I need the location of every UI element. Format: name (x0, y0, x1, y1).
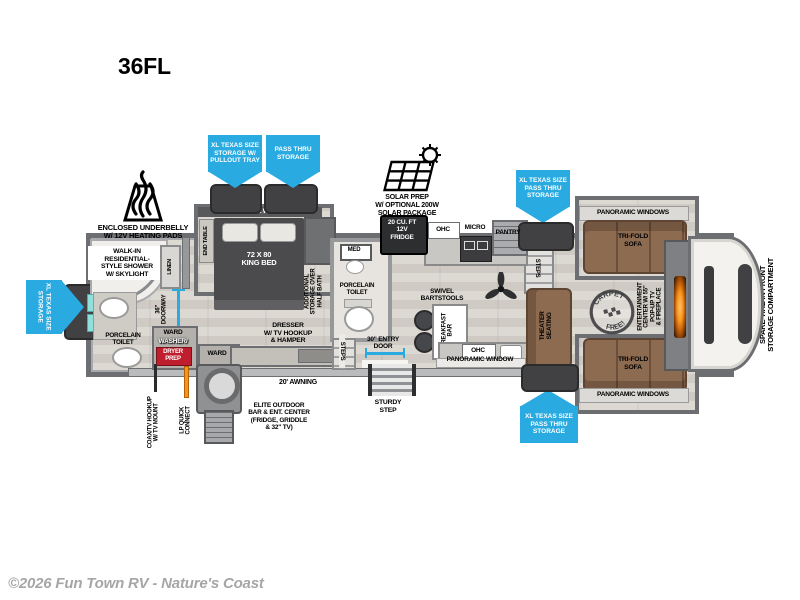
callout-text: XL TEXAS SIZE STORAGE (37, 283, 52, 331)
callout-arrowhead-right (62, 281, 84, 333)
med-label: MED (347, 247, 361, 253)
storage-pod-top-right (518, 222, 574, 251)
fridge (380, 215, 428, 255)
rear-toilet-bowl (112, 347, 142, 368)
end-table-left: END TABLE (199, 219, 214, 263)
callout-arrowhead-up (521, 390, 575, 406)
underbelly-label: ENCLOSED UNDERBELLY W/ 12V HEATING PADS (97, 223, 189, 241)
doorway-label: 36" DOORWAY (155, 294, 168, 324)
dresser-label: DRESSER W/ TV HOOKUP & HAMPER (263, 322, 313, 345)
linen-closet: LINEN (160, 245, 181, 289)
callout-arrowhead-down (267, 172, 319, 188)
bed-pillow (222, 223, 258, 242)
outdoor-lower-cabinet (204, 410, 234, 444)
front-cap (688, 236, 764, 372)
storage-pod-passthru (264, 184, 318, 214)
dryer-prep-label: DRYER PREP (163, 349, 183, 362)
half-toilet-bowl (344, 306, 374, 332)
bedroom-steps-label: STEPS (330, 333, 354, 368)
carpet-free-stamp: CARPET FREE! (589, 285, 635, 335)
callout-xl-passthru-bottom: XL TEXAS SIZE PASS THRU STORAGE (520, 406, 578, 443)
trifold-sofa-bottom-label: TRI-FOLD SOFA (617, 356, 649, 371)
dryer-prep-box (156, 347, 192, 366)
ohc-bottom-label: OHC (471, 347, 485, 354)
fridge-label: 20 CU. FT 12V FRIDGE (387, 219, 417, 241)
bath-bedroom-wall (183, 238, 189, 288)
copyright-text: ©2026 Fun Town RV - Nature's Coast (8, 575, 264, 592)
bed-pillow (260, 223, 296, 242)
theater-seating-label: THEATER SEATING (539, 311, 553, 341)
stove-burner (464, 241, 475, 250)
callout-xl-storage-rear: XL TEXAS SIZE STORAGE (26, 280, 62, 334)
entry-dim-tick (403, 348, 405, 358)
ohc-top-box (428, 222, 460, 239)
trifold-sofa-top-label: TRI-FOLD SOFA (617, 233, 649, 248)
ward2-label: WARD (207, 350, 227, 357)
coax-line (154, 364, 157, 392)
pano-top-label: PANORAMIC WINDOWS (597, 209, 669, 216)
swivel-barstools-label: SWIVEL BARTSTOOLS (420, 288, 464, 303)
micro-label: MICRO (464, 224, 486, 231)
lp-line (184, 366, 189, 398)
solar-prep-label: SOLAR PREP W/ OPTIONAL 200W SOLAR PACKAG… (375, 194, 439, 217)
outdoor-kitchen-label: ELITE OUTDOOR BAR & ENT. CENTER (FRIDGE,… (248, 402, 310, 431)
callout-arrowhead-down (209, 172, 261, 188)
theater-seating (526, 288, 572, 368)
entertainment-label: ENTERTAINMENT CENTER W/ 55" POP-UP TV & … (637, 282, 663, 332)
callout-storage-pullout: XL TEXAS SIZE STORAGE W/ PULLOUT TRAY (208, 135, 262, 172)
sturdy-step-label: STURDY STEP (374, 399, 402, 414)
bath-sink (99, 297, 129, 319)
front-cap-tv (704, 266, 714, 344)
entry-dim-line (366, 352, 404, 355)
pano-bottom-strip (579, 388, 689, 403)
storage-pod-bottom-right (521, 364, 579, 392)
rear-toilet-label: PORCELAIN TOILET (105, 332, 141, 347)
storage-pod-pullout (210, 184, 262, 214)
pantry-label: PANTRY (495, 229, 521, 236)
callout-text: XL TEXAS SIZE PASS THRU STORAGE (519, 177, 567, 200)
callout-xl-passthru-top: XL TEXAS SIZE PASS THRU STORAGE (516, 170, 570, 207)
ceiling-fan-icon (485, 272, 517, 299)
front-cap-window (738, 264, 752, 344)
callout-arrowhead-down (517, 207, 569, 223)
sturdy-step-stairs (368, 364, 416, 396)
callout-text: XL TEXAS SIZE STORAGE W/ PULLOUT TRAY (210, 142, 260, 165)
half-bath-sink (346, 260, 364, 274)
underbelly-heat-icon (122, 170, 164, 222)
ohc-top-label: OHC (436, 226, 450, 233)
panoramic-window-strip (436, 358, 526, 368)
entry-door-label: 30" ENTRY DOOR (366, 336, 400, 351)
callout-pass-thru: PASS THRU STORAGE (266, 135, 320, 172)
awning-label: 20' AWNING (279, 379, 317, 386)
outdoor-burner (204, 368, 240, 404)
ward1-label: WARD (163, 329, 183, 336)
entry-dim-tick (365, 348, 367, 358)
callout-text: PASS THRU STORAGE (274, 145, 312, 161)
washer-label: WASHER/ (158, 338, 188, 345)
solar-prep-icon (383, 144, 441, 192)
panoramic-window-label: PANORAMIC WINDOW (446, 356, 514, 363)
additional-storage-label: ADDITIONAL STORAGE OVER HALF BATH (304, 268, 324, 314)
doorway-dim-tick (172, 289, 185, 291)
page-title: 36FL (118, 53, 171, 79)
king-bed-label: 72 X 80 KING BED (241, 250, 277, 268)
fireplace-glow (674, 276, 686, 338)
callout-text: XL TEXAS SIZE PASS THRU STORAGE (525, 413, 573, 436)
pano-bottom-label: PANORAMIC WINDOWS (597, 391, 669, 398)
half-toilet-label: PORCELAIN TOILET (339, 282, 375, 296)
stove-burner (477, 241, 488, 250)
doorway-dimension-line (177, 290, 180, 328)
shower-label: WALK-IN RESIDENTIAL- STYLE SHOWER W/ SKY… (88, 246, 166, 281)
